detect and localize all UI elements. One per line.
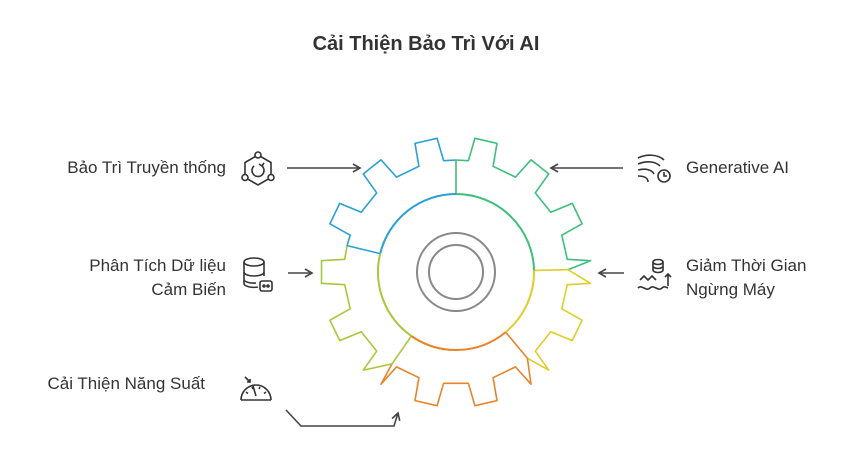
arrow-productivity (285, 409, 401, 427)
label-downtime-reduction: Giảm Thời Gian Ngừng Máy (686, 254, 806, 302)
gear (320, 137, 592, 407)
gauge-icon (240, 376, 272, 401)
hub-inner-circle (428, 244, 484, 300)
ring-segment-generative-ai (455, 193, 535, 271)
ring-segment-sensor-analysis (377, 253, 412, 337)
label-downtime-reduction-line2: Ngừng Máy (686, 280, 775, 299)
ring-segment-productivity (410, 331, 507, 351)
gear-inner-ring (377, 193, 536, 351)
ring-segment-downtime-reduction (505, 270, 536, 333)
label-generative-ai: Generative AI (686, 158, 790, 177)
label-downtime-reduction-line1: Giảm Thời Gian (686, 256, 807, 275)
gear-segment-downtime-reduction (527, 269, 592, 371)
gear-segment-sensor-analysis (320, 245, 393, 371)
gear-spoke-sensor-analysis (391, 335, 413, 365)
label-productivity: Cải Thiện Năng Suất (47, 374, 205, 393)
gear-segment-productivity (380, 358, 532, 407)
label-sensor-analysis: Phân Tích Dữ liệu Cảm Biến (89, 254, 226, 302)
database-bot-icon (243, 257, 273, 292)
diagram-title: Cải Thiện Bảo Trì Với AI (312, 33, 540, 55)
label-traditional-maintenance: Bảo Trì Truyền thống (67, 158, 226, 177)
cycle-icon (241, 151, 275, 186)
ring-segment-traditional-maintenance (379, 193, 457, 254)
gear-segment-generative-ai (455, 137, 592, 271)
label-sensor-analysis-line2: Cảm Biến (151, 280, 226, 299)
gear-spoke-downtime-reduction (533, 268, 569, 272)
hub-outer-circle (416, 232, 496, 312)
gear-spoke-productivity (505, 331, 529, 359)
gear-spoke-traditional-maintenance (346, 244, 381, 255)
label-sensor-analysis-line1: Phân Tích Dữ liệu (89, 256, 226, 275)
flood-icon (637, 258, 672, 290)
wind-gauge-icon (637, 154, 671, 183)
gear-segment-traditional-maintenance (329, 137, 457, 246)
